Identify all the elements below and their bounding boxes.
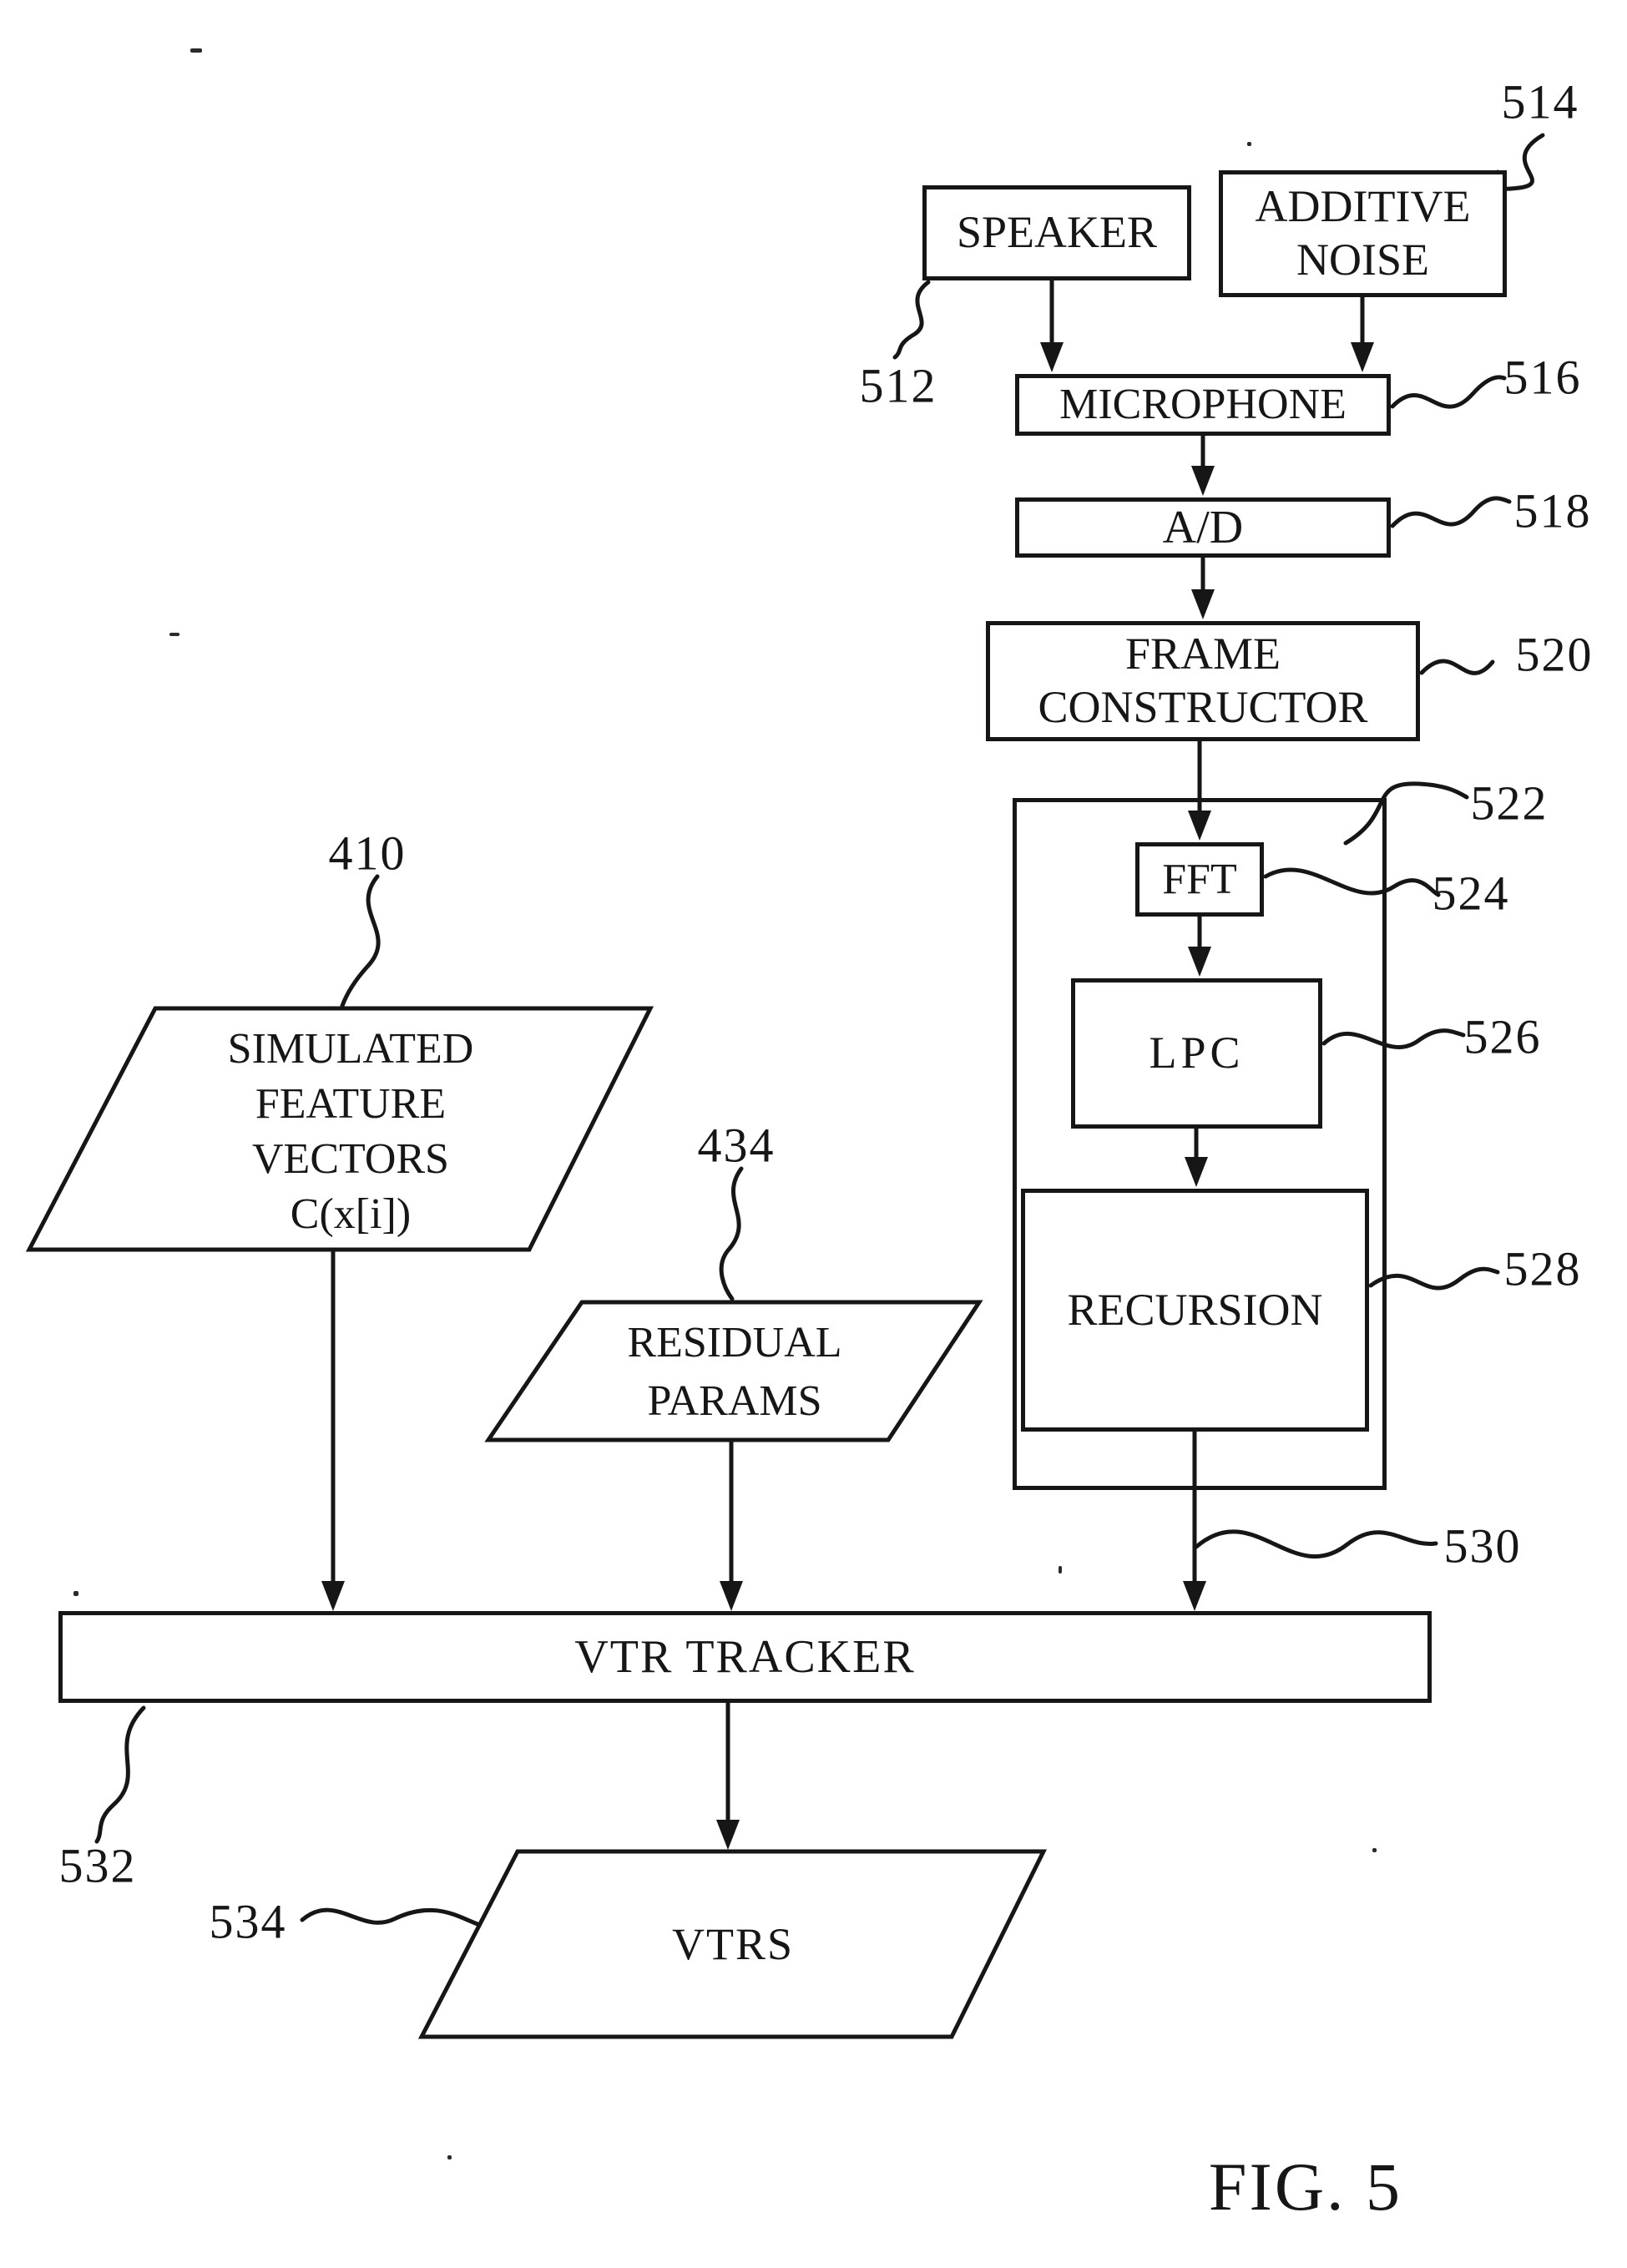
- leader-532: [94, 1705, 146, 1844]
- arrowhead: [1040, 342, 1064, 372]
- ref-534: 534: [209, 1894, 287, 1949]
- ref-514: 514: [1501, 74, 1579, 129]
- leader-410: [340, 874, 381, 1008]
- leader-516: [1390, 375, 1507, 409]
- arrowhead: [1351, 342, 1374, 372]
- ref-512: 512: [859, 358, 937, 413]
- leader-434: [719, 1166, 744, 1301]
- leader-520: [1419, 659, 1495, 675]
- arrowhead: [1188, 811, 1211, 841]
- ad-converter-box: A/D: [1015, 498, 1391, 558]
- ref-520: 520: [1515, 627, 1594, 682]
- simulated-feature-vectors-label: SIMULATED FEATURE VECTORS C(x[i]): [227, 1025, 474, 1238]
- residual-params-label: RESIDUAL PARAMS: [627, 1319, 842, 1425]
- frame-constructor-label: FRAME CONSTRUCTOR: [1038, 629, 1368, 732]
- ref-410: 410: [328, 826, 407, 881]
- scan-speck: [73, 1591, 78, 1596]
- leader-534: [300, 1907, 480, 1927]
- microphone-box: MICROPHONE: [1015, 374, 1391, 436]
- leader-526: [1321, 1028, 1466, 1049]
- scan-speck: [447, 2155, 452, 2159]
- simulated-feature-vectors-shape: [25, 1006, 654, 1252]
- scan-speck: [1247, 142, 1251, 146]
- vtrs-shape: [417, 1849, 1048, 2039]
- scan-speck: [1059, 1566, 1062, 1573]
- leader-530: [1194, 1529, 1438, 1559]
- scan-speck: [1372, 1848, 1377, 1852]
- leader-524: [1263, 867, 1441, 897]
- frame-constructor-box: FRAME CONSTRUCTOR: [986, 621, 1420, 741]
- scan-speck: [169, 633, 179, 636]
- lpc-box: LPC: [1071, 978, 1322, 1129]
- leader-528: [1368, 1266, 1500, 1291]
- speaker-box: SPEAKER: [922, 185, 1191, 280]
- arrowhead: [321, 1581, 345, 1611]
- ref-516: 516: [1503, 350, 1582, 405]
- arrowhead: [716, 1820, 740, 1850]
- arrowhead: [1191, 589, 1215, 619]
- ref-524: 524: [1432, 866, 1510, 921]
- leader-512: [892, 280, 931, 360]
- additive-noise-box: ADDITIVE NOISE: [1219, 170, 1507, 297]
- arrowhead: [1185, 1157, 1208, 1187]
- ref-528: 528: [1503, 1241, 1582, 1296]
- residual-params-shape: [484, 1300, 983, 1442]
- ref-526: 526: [1463, 1009, 1542, 1064]
- arrowhead: [1188, 947, 1211, 977]
- leader-522: [1343, 781, 1469, 846]
- ref-522: 522: [1470, 775, 1549, 831]
- vtr-tracker-box: VTR TRACKER: [58, 1611, 1432, 1703]
- additive-noise-label: ADDITIVE NOISE: [1255, 181, 1471, 285]
- ref-434: 434: [697, 1118, 776, 1173]
- recursion-box: RECURSION: [1021, 1189, 1369, 1432]
- recursion-label: RECURSION: [1067, 1284, 1323, 1335]
- ad-converter-label: A/D: [1162, 501, 1244, 553]
- figure-caption: FIG. 5: [1208, 2149, 1403, 2225]
- vtr-tracker-label: VTR TRACKER: [574, 1630, 916, 1683]
- ref-530: 530: [1443, 1518, 1522, 1573]
- microphone-label: MICROPHONE: [1059, 381, 1347, 429]
- leader-518: [1390, 496, 1512, 528]
- scan-speck: [190, 48, 202, 53]
- arrowhead: [1191, 466, 1215, 496]
- speaker-label: SPEAKER: [956, 207, 1158, 258]
- ref-532: 532: [58, 1838, 137, 1893]
- ref-518: 518: [1513, 483, 1592, 538]
- arrowhead: [720, 1581, 743, 1611]
- arrowhead: [1183, 1581, 1206, 1611]
- fft-box: FFT: [1135, 842, 1264, 917]
- lpc-label: LPC: [1149, 1028, 1245, 1078]
- vtrs-label: VTRS: [671, 1919, 795, 1969]
- fft-label: FFT: [1162, 855, 1237, 903]
- feature-extractor-container: [1013, 798, 1387, 1490]
